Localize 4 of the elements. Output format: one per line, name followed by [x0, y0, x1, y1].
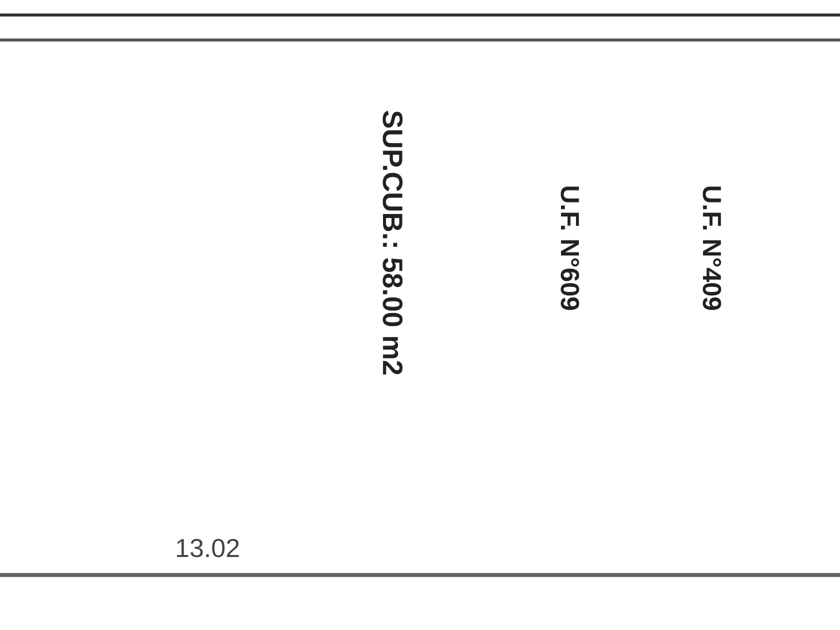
area-label: SUP.CUB.: 58.00 m2 — [378, 110, 406, 376]
dimension-label: 13.02 — [175, 535, 240, 561]
unit-label: U.F. N°609 — [557, 185, 583, 312]
unit-label: U.F. N°409 — [699, 185, 725, 312]
